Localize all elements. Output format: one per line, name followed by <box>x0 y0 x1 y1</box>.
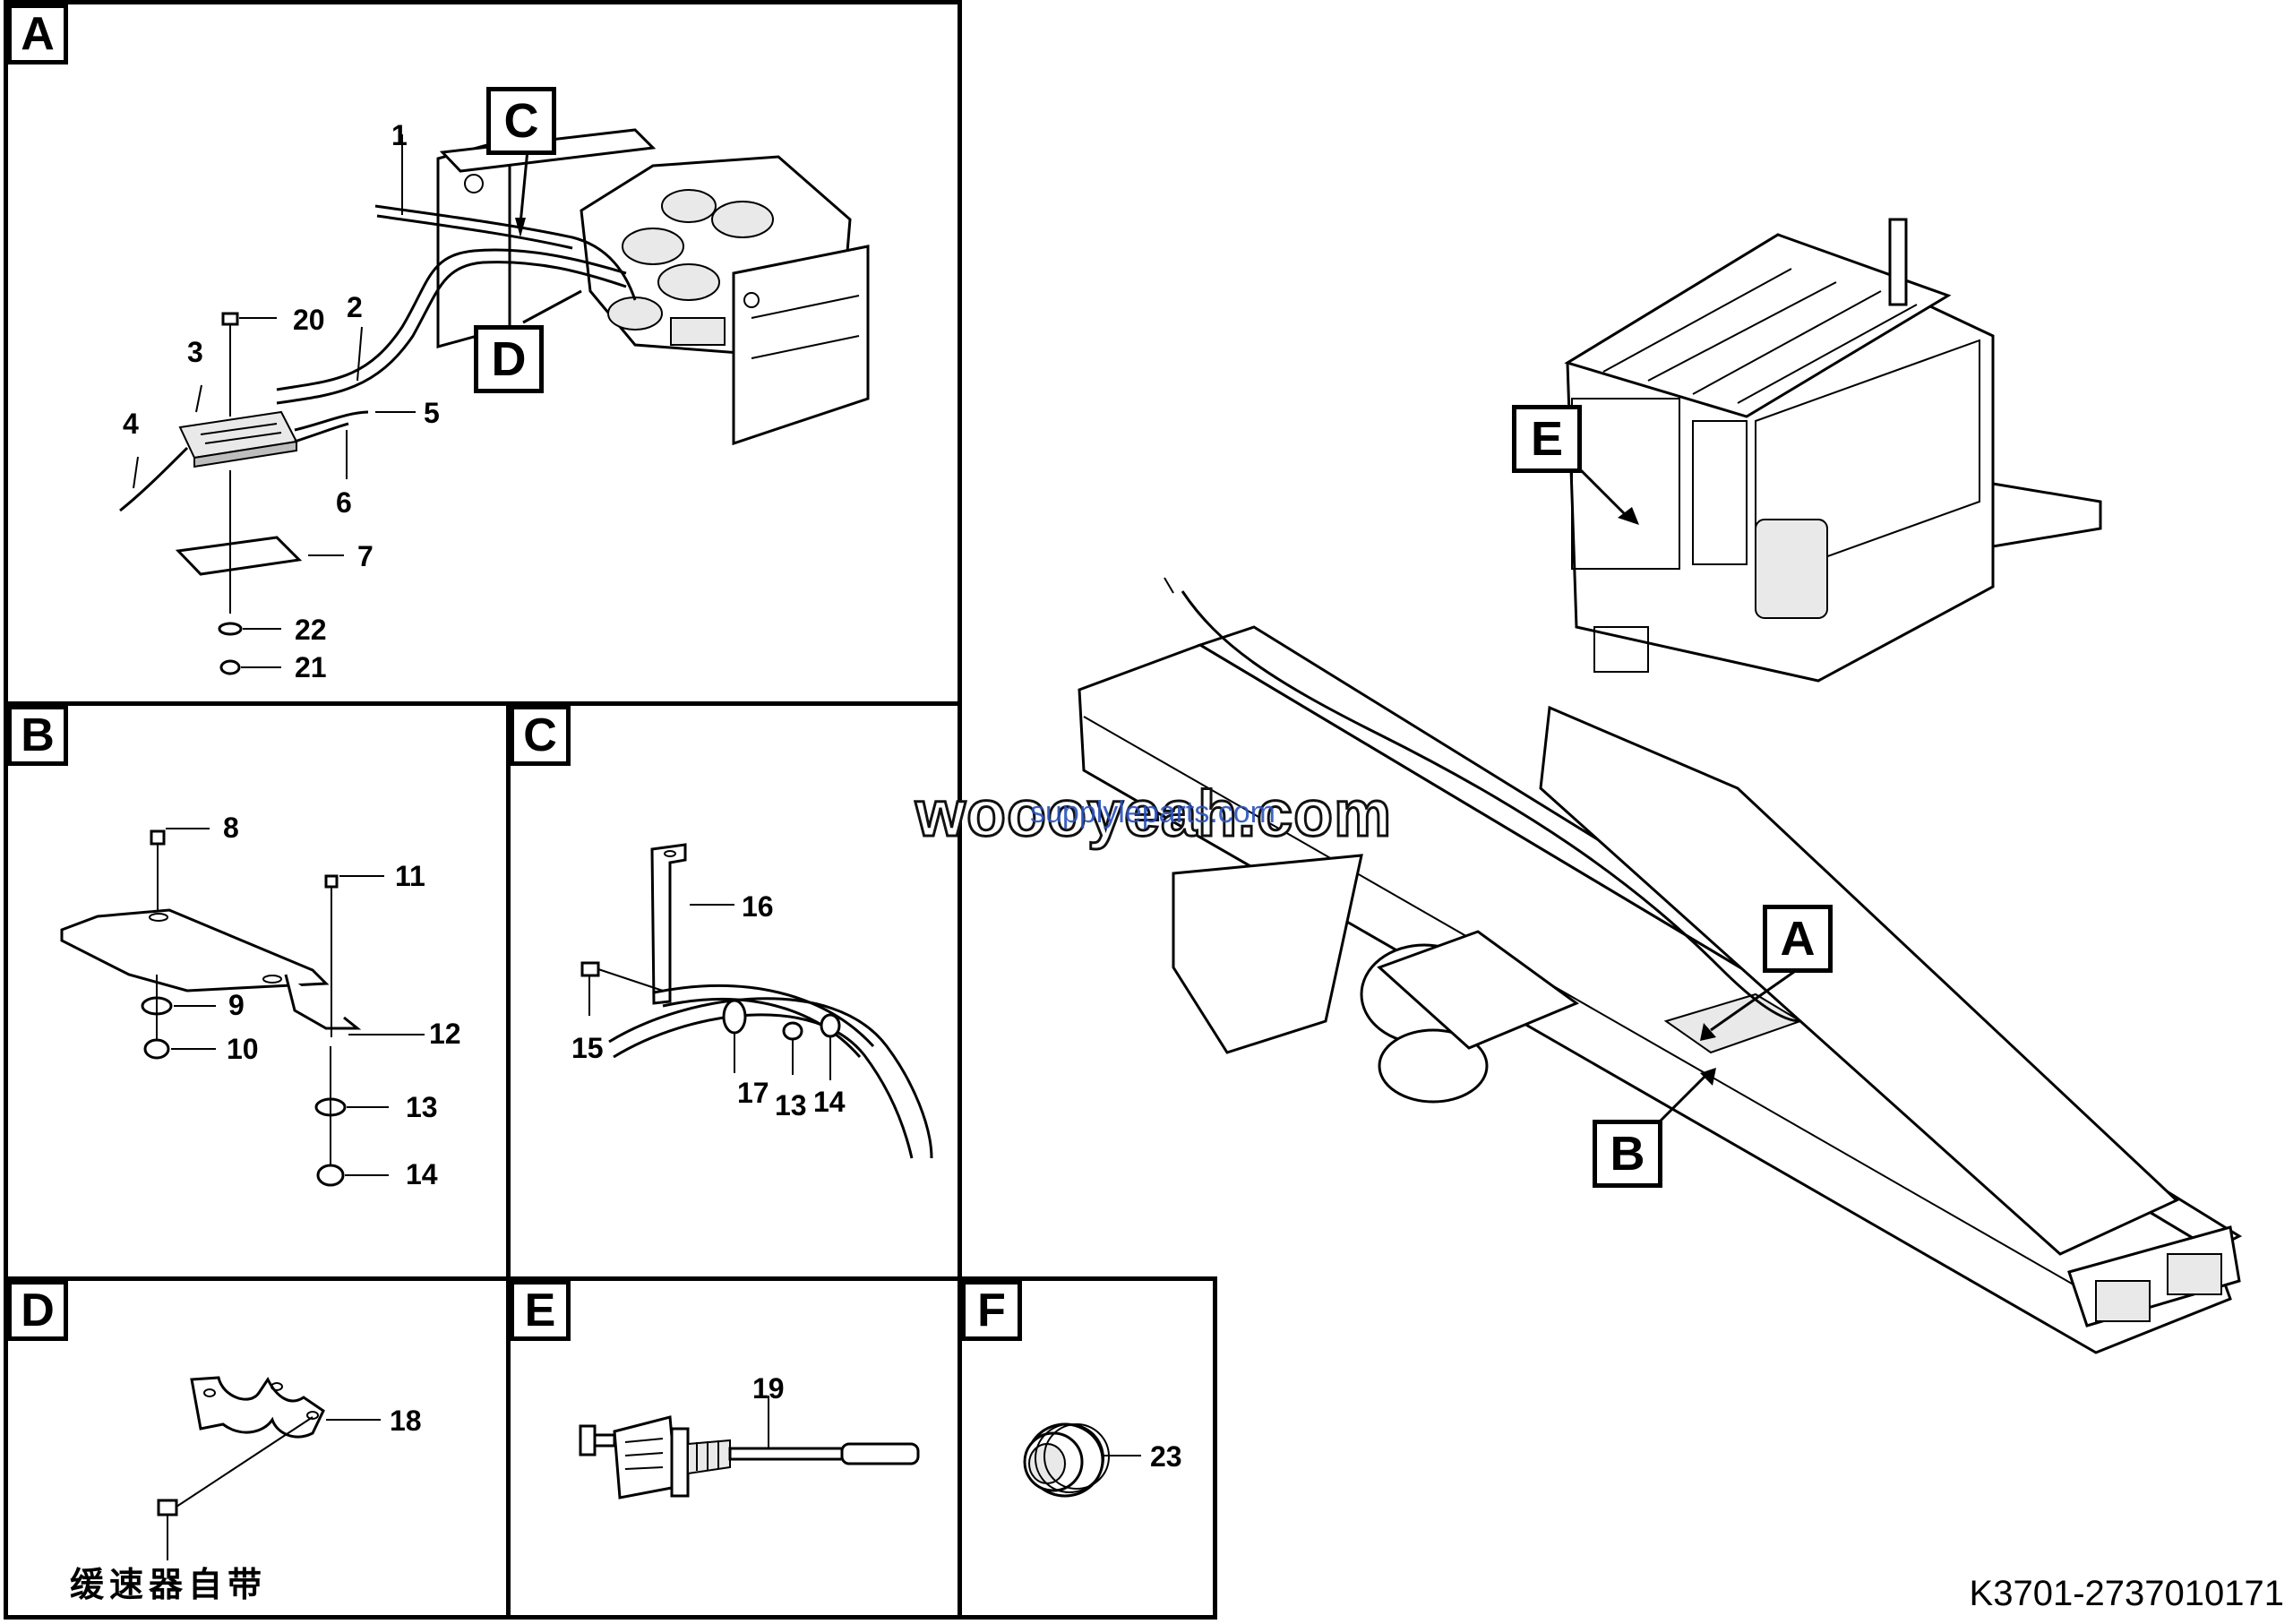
panel-c-drawing <box>511 706 966 1285</box>
part-label-21: 21 <box>295 651 327 683</box>
part-label-6: 6 <box>336 486 352 519</box>
watermark-overlay-text: supplyleparts.com <box>1030 795 1276 829</box>
part-label-14: 14 <box>406 1158 438 1190</box>
panel-b-drawing <box>8 706 515 1285</box>
callout-c-marker: C <box>486 87 556 155</box>
part-label-20: 20 <box>293 304 325 336</box>
document-id: K3701-2737010171 <box>1969 1574 2284 1613</box>
panel-tag-a: A <box>7 4 68 64</box>
part-label-9: 9 <box>228 989 245 1021</box>
part-label-15: 15 <box>571 1032 604 1064</box>
panel-tag-f: F <box>961 1280 1022 1341</box>
part-label-12: 12 <box>429 1018 461 1050</box>
part-label-3: 3 <box>187 336 203 368</box>
panel-tag-d: D <box>7 1280 68 1341</box>
part-label-14-c: 14 <box>813 1086 846 1118</box>
part-label-13: 13 <box>406 1091 438 1123</box>
part-label-23: 23 <box>1150 1440 1182 1473</box>
part-label-1: 1 <box>391 119 408 151</box>
panel-tag-e: E <box>510 1280 571 1341</box>
part-label-22: 22 <box>295 614 327 646</box>
panel-e-drawing <box>511 1281 966 1624</box>
overview-callout-a: A <box>1763 905 1833 973</box>
panel-tag-b: B <box>7 705 68 766</box>
panel-tag-c: C <box>510 705 571 766</box>
part-label-7: 7 <box>357 540 374 572</box>
part-label-8: 8 <box>223 812 239 844</box>
part-label-4: 4 <box>123 408 139 440</box>
panel-f: F 23 <box>958 1276 1217 1620</box>
panel-b: B 8 9 10 11 12 13 14 <box>4 701 511 1281</box>
part-label-5: 5 <box>424 397 440 429</box>
part-label-17: 17 <box>737 1077 769 1109</box>
overview-callout-b: B <box>1593 1120 1662 1188</box>
part-label-16: 16 <box>742 890 774 923</box>
panel-c: C 16 15 17 13 14 <box>506 701 962 1281</box>
panel-a: A <box>4 0 962 706</box>
part-label-11: 11 <box>395 860 425 892</box>
part-label-18: 18 <box>390 1405 422 1437</box>
part-label-13-c: 13 <box>775 1089 807 1121</box>
callout-d-marker: D <box>474 325 544 393</box>
part-label-2: 2 <box>347 291 363 323</box>
watermark-text: woooyeah.com <box>914 778 1393 852</box>
overview-callout-e: E <box>1512 405 1582 473</box>
panel-d: D 18 <box>4 1276 511 1620</box>
panel-d-drawing <box>8 1281 515 1624</box>
part-label-19: 19 <box>752 1372 785 1405</box>
panel-f-drawing <box>962 1281 1222 1624</box>
panel-e: E 19 <box>506 1276 962 1620</box>
retarder-note: 缓速器自带 <box>70 1565 268 1604</box>
part-label-10: 10 <box>227 1033 259 1065</box>
